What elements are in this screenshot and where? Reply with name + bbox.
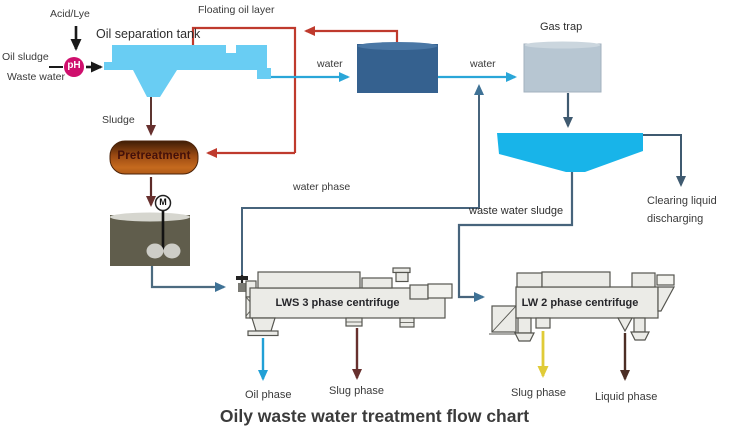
pretreatment-box — [109, 140, 199, 207]
lws-centrifuge-label: LWS 3 phase centrifuge — [275, 297, 400, 309]
lw2-centrifuge-label: LW 2 phase centrifuge — [521, 297, 639, 309]
gas-trap-tank — [523, 41, 602, 128]
waste-water-sludge-label: waste water sludge — [469, 205, 564, 217]
oil-separation-tank-label: Oil separation tank — [96, 27, 201, 41]
water-phase-label: water phase — [293, 181, 351, 193]
slug-phase-lw2-label: Slug phase — [511, 387, 567, 399]
liquid-phase-label: Liquid phase — [595, 391, 658, 403]
floating-oil-layer-label: Floating oil layer — [198, 4, 275, 16]
water-tank — [357, 42, 438, 93]
oil-phase-label: Oil phase — [245, 389, 292, 401]
mixing-tank — [110, 194, 226, 292]
waste-water-label: Waste water — [7, 71, 65, 83]
water-label-2: water — [470, 58, 496, 70]
chart-title: Oily waste water treatment flow chart — [219, 406, 530, 426]
waste-water-sludge-line — [457, 172, 574, 302]
lws-output-arrows — [258, 328, 362, 381]
slug-phase-lws-label: Slug phase — [329, 385, 385, 397]
motor-label: M — [159, 197, 167, 207]
clarifier-funnel — [497, 133, 643, 172]
sludge-label: Sludge — [102, 114, 135, 126]
pretreatment-label: Pretreatment — [117, 150, 191, 162]
floating-oil-return-lines — [191, 26, 399, 158]
oil-sludge-label: Oil sludge — [2, 51, 49, 63]
mixer-outlet-arrow — [150, 266, 226, 292]
ph-label: pH — [67, 60, 81, 71]
acid-lye-label: Acid/Lye — [50, 8, 90, 20]
clearing-liquid-arrow — [643, 134, 686, 187]
lw2-centrifuge-drawing — [489, 271, 676, 342]
oil-separation-tank — [104, 45, 271, 97]
gas-trap-label: Gas trap — [540, 21, 583, 33]
lw2-output-arrows — [537, 331, 630, 381]
clearing-liquid-label-2: discharging — [647, 213, 704, 225]
motor-circle — [154, 194, 172, 212]
lws-centrifuge-drawing — [236, 267, 453, 337]
water-label-1: water — [317, 58, 343, 70]
ph-circle — [64, 57, 84, 77]
clearing-liquid-label-1: Clearing liquid — [647, 195, 717, 207]
ph-dosing-point — [49, 57, 103, 77]
water-phase-line — [241, 84, 484, 277]
